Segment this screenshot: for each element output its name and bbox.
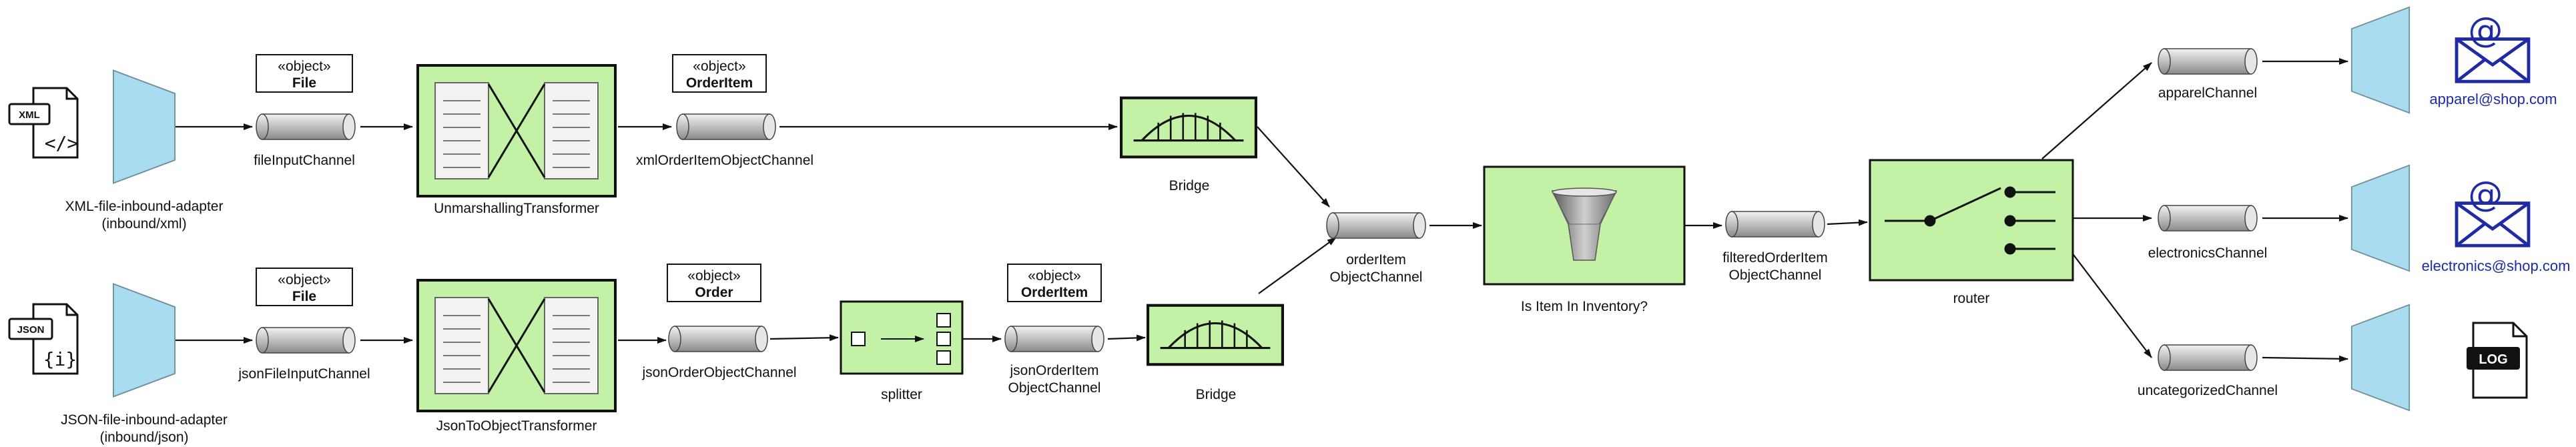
payload-orderitem-1: «object» OrderItem [672,54,767,93]
channel-label: jsonOrderObjectChannel [641,365,796,380]
channel-uncategorized[interactable]: uncategorizedChannel [2138,344,2278,398]
svg-text:«object»: «object» [693,59,745,74]
payload-file-2: «object» File [256,268,353,306]
channel-filtered-order-item-object[interactable]: filteredOrderItem ObjectChannel [1722,211,1828,283]
component-label: Bridge [1169,178,1210,193]
channel-json-order-object[interactable]: jsonOrderObjectChannel [641,326,797,380]
channel-json-file-input[interactable]: jsonFileInputChannel [238,327,370,382]
channel-label: electronicsChannel [2148,246,2268,261]
edge-jsonorderitem-to-bridge2 [1107,334,1146,342]
channel-electronics[interactable]: electronicsChannel [2148,205,2268,261]
email-address: apparel@shop.com [2429,91,2557,107]
splitter-icon [851,313,951,365]
channel-apparel[interactable]: apparelChannel [2158,48,2258,101]
edge-filtered-to-router [1827,219,1868,226]
bridge-icon [1121,98,1256,157]
xml-file-icon: XML </> [8,87,79,159]
channel-order-item-object[interactable]: orderItem ObjectChannel [1326,212,1426,285]
json-adapter-name: JSON-file-inbound-adapter [61,412,228,428]
splitter[interactable]: splitter [840,300,964,402]
payload-orderitem-2: «object» OrderItem [1007,264,1102,302]
channel-label-line-1: filteredOrderItem [1722,250,1828,266]
svg-text:«object»: «object» [278,59,330,74]
edge-bridge1-to-orderitem [1257,126,1330,207]
outbound-adapter-apparel[interactable]: apparel@shop.com [2350,6,2557,114]
channel-json-order-item-object[interactable]: jsonOrderItem ObjectChannel [1004,326,1104,396]
log-file-icon: LOG [2467,322,2528,399]
svg-text:File: File [292,289,316,304]
outbound-adapter-log[interactable]: LOG [2350,304,2528,412]
json-adapter-sub: (inbound/json) [99,430,188,445]
outbound-adapter-shape [2350,304,2410,412]
xml-inbound-adapter[interactable]: XML </> XML-file-inbound-adapter (inboun… [8,69,224,232]
xml-adapter-sub: (inbound/xml) [101,216,186,232]
channel-label-line-2: ObjectChannel [1330,270,1423,285]
svg-text:</>: </> [45,132,79,154]
channel-label-line-2: ObjectChannel [1729,268,1822,283]
edges [175,58,2348,362]
funnel-icon [1551,187,1618,261]
bridge-icon [1148,306,1283,365]
component-label: splitter [881,387,922,402]
svg-text:File: File [292,75,316,91]
email-address: electronics@shop.com [2422,258,2571,274]
log-tag: LOG [2479,352,2507,367]
edge-orderchannel-to-splitter [769,334,839,342]
switch-icon [1885,186,2055,255]
bridge-2[interactable]: Bridge [1148,306,1283,402]
edge-router-to-uncategorized [2071,252,2152,358]
edge-router-to-apparel [2041,62,2152,159]
xml-adapter-name: XML-file-inbound-adapter [65,199,224,214]
channel-label-line-2: ObjectChannel [1008,380,1101,396]
outbound-adapter-electronics[interactable]: electronics@shop.com [2350,164,2571,274]
svg-text:OrderItem: OrderItem [1021,285,1088,300]
component-label: JsonToObjectTransformer [436,418,597,434]
svg-text:«object»: «object» [687,268,740,284]
json-file-icon: JSON {i} [8,303,79,375]
json-icon-tag: JSON [17,324,45,336]
svg-text:{i}: {i} [43,348,77,370]
channel-label: fileInputChannel [254,153,355,168]
email-icon [2457,174,2529,246]
channel-label: apparelChannel [2158,85,2257,101]
channel-label-line-1: orderItem [1346,252,1406,268]
payload-file-1: «object» File [256,54,353,93]
xml-icon-tag: XML [19,109,40,121]
router[interactable]: router [1869,159,2074,306]
json-adapter-shape [112,283,176,398]
channel-label: xmlOrderItemObjectChannel [636,153,814,168]
channel-label: uncategorizedChannel [2138,383,2278,398]
outbound-adapter-shape [2350,6,2410,114]
email-icon [2457,10,2529,81]
channel-label: jsonFileInputChannel [238,366,370,382]
json-to-object-transformer[interactable]: JsonToObjectTransformer [418,280,615,434]
component-label: Is Item In Inventory? [1521,299,1648,314]
svg-text:«object»: «object» [278,272,330,288]
edge-bridge2-to-orderitem [1258,237,1337,294]
channel-label-line-1: jsonOrderItem [1009,363,1098,378]
svg-text:Order: Order [695,285,733,300]
payload-order: «object» Order [667,264,761,302]
component-label: UnmarshallingTransformer [434,201,599,216]
component-label: Bridge [1196,387,1237,402]
component-label: router [1953,291,1990,306]
transformer-icon [418,280,615,411]
channel-xml-order-item-object[interactable]: xmlOrderItemObjectChannel [636,113,814,168]
unmarshalling-transformer[interactable]: UnmarshallingTransformer [418,65,615,216]
outbound-adapter-shape [2350,164,2410,272]
svg-text:«object»: «object» [1028,268,1080,284]
bridge-1[interactable]: Bridge [1121,98,1256,193]
inventory-filter[interactable]: Is Item In Inventory? [1483,165,1686,314]
channel-file-input[interactable]: fileInputChannel [254,113,356,168]
edge-uncategorized-to-out [2262,355,2348,362]
transformer-icon [418,65,615,196]
svg-text:OrderItem: OrderItem [686,75,753,91]
json-inbound-adapter[interactable]: JSON {i} JSON-file-inbound-adapter (inbo… [8,283,228,445]
xml-adapter-shape [112,69,176,184]
